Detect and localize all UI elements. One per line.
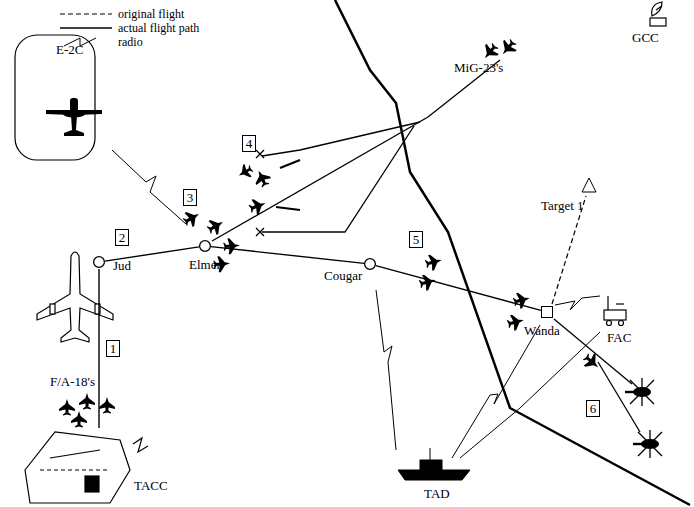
radio-link	[112, 150, 186, 224]
waypoint: Wanda	[541, 306, 553, 318]
callout-number: 2	[115, 229, 130, 246]
legend-text: original flight	[118, 7, 184, 22]
waypoint-circle	[93, 256, 105, 268]
waypoint-label: Elmer	[189, 257, 221, 272]
callout-text: 1	[110, 341, 117, 356]
radar-station	[650, 2, 666, 26]
border-line	[335, 0, 690, 505]
map-label: GCC	[632, 30, 659, 45]
e2c-aircraft	[46, 98, 102, 136]
waypoint: Cougar	[364, 258, 376, 270]
callout-number: 5	[409, 231, 424, 248]
legend-text: radio	[118, 35, 143, 50]
callout-number: 1	[106, 340, 121, 357]
waypoint-label: Wanda	[524, 323, 560, 338]
waypoint-circle	[364, 258, 376, 270]
legend-text: actual flight path	[118, 21, 199, 36]
mig-formation	[479, 36, 520, 63]
fighter-formation	[59, 393, 115, 428]
waypoint-label: Jud	[113, 258, 131, 273]
radio-link	[555, 296, 600, 310]
fac-vehicle	[604, 296, 626, 326]
callout-number: 4	[242, 135, 257, 152]
flight-path	[98, 269, 99, 428]
intercept-paths	[212, 60, 500, 241]
callout-text: 4	[246, 136, 253, 151]
callout-text: 6	[590, 401, 597, 416]
target-marker	[582, 178, 596, 192]
waypoint: Jud	[93, 256, 105, 268]
strike-paths	[554, 319, 640, 432]
map-label: Target 1	[541, 198, 584, 213]
flight-path	[211, 247, 364, 264]
missiles	[235, 160, 300, 216]
aircraft-carrier	[25, 432, 148, 503]
map-label: E-2C	[56, 42, 83, 57]
waypoint-label: Cougar	[324, 268, 362, 283]
map-label: MiG-23's	[454, 60, 503, 75]
callout-number: 3	[183, 189, 198, 206]
fighter-pair	[580, 350, 603, 373]
map-label: FAC	[607, 330, 631, 345]
callout-text: 3	[187, 190, 194, 205]
callout-text: 5	[413, 232, 420, 247]
helicopters	[625, 378, 662, 458]
ship	[398, 448, 470, 480]
flight-path	[376, 266, 541, 311]
map-label: TACC	[134, 478, 168, 493]
radio-links	[376, 290, 600, 458]
map-label: TAD	[424, 486, 450, 501]
callout-number: 6	[586, 400, 601, 417]
waypoint: Elmer	[199, 240, 211, 252]
fighter-group	[181, 207, 241, 273]
map-label: F/A-18's	[50, 374, 95, 389]
orbit-track	[15, 35, 95, 160]
waypoint-circle	[199, 240, 211, 252]
tanker-aircraft	[37, 252, 113, 342]
legend-samples	[60, 14, 112, 46]
callout-text: 2	[119, 230, 126, 245]
